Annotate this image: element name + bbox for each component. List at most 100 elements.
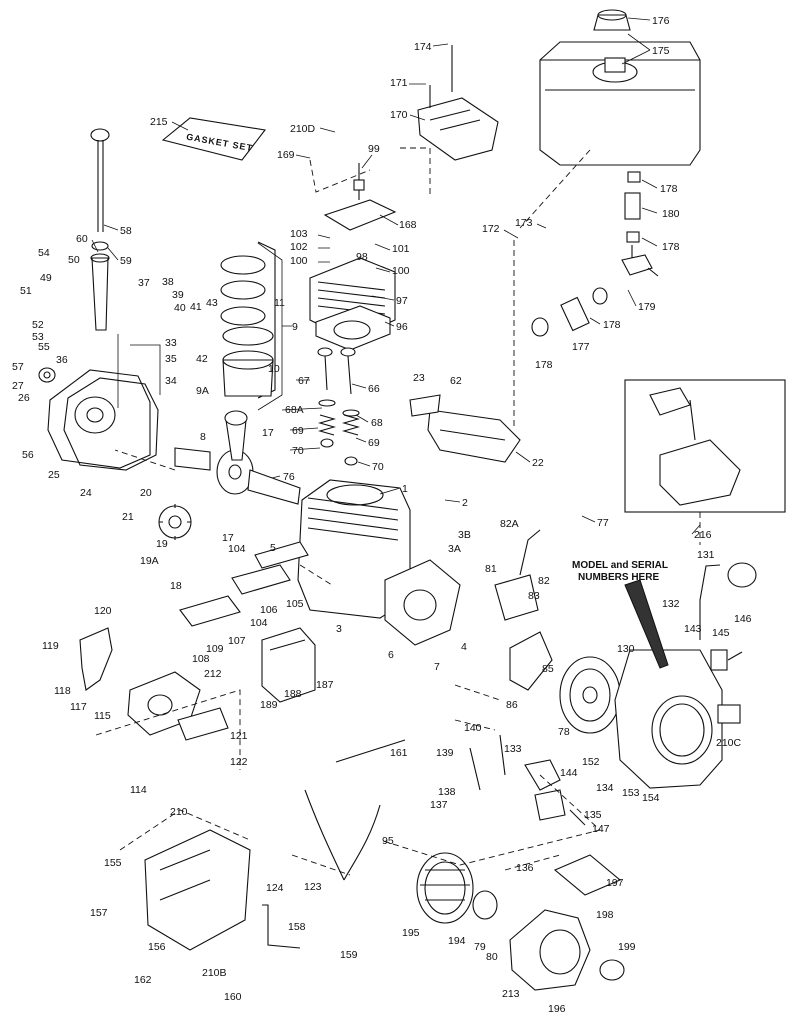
- piston: [222, 326, 274, 397]
- leader-lines: [91, 17, 701, 535]
- starter-cup-screen: [416, 852, 474, 924]
- callout-33: 33: [165, 337, 177, 349]
- callout-154: 154: [642, 792, 660, 804]
- callout-41: 41: [190, 301, 202, 313]
- callout-78: 78: [558, 726, 570, 738]
- callout-25: 25: [48, 469, 60, 481]
- callout-119: 119: [42, 640, 59, 652]
- callout-77: 77: [597, 517, 609, 529]
- callout-17b: 17: [222, 532, 234, 544]
- callout-35: 35: [165, 353, 177, 365]
- callout-103: 103: [290, 228, 308, 240]
- callout-216: 216: [694, 529, 712, 541]
- governor-gear: [158, 504, 192, 540]
- callout-3B: 3B: [458, 529, 471, 541]
- callout-59: 59: [120, 255, 132, 267]
- callout-162: 162: [134, 974, 152, 986]
- callout-138: 138: [438, 786, 456, 798]
- air-guide: [427, 409, 521, 463]
- callout-139: 139: [436, 747, 454, 759]
- callout-70a: 70: [292, 445, 304, 457]
- model-serial-note: MODEL and SERIAL NUMBERS HERE: [572, 560, 668, 583]
- callout-9: 9: [292, 321, 298, 333]
- callout-96: 96: [396, 321, 408, 333]
- callout-175: 175: [652, 45, 670, 57]
- exhaust-gaskets: [179, 541, 309, 627]
- callout-178c: 178: [603, 319, 621, 331]
- callout-5: 5: [270, 542, 276, 554]
- callout-34: 34: [165, 375, 177, 387]
- callout-121: 121: [230, 730, 248, 742]
- callout-187: 187: [316, 679, 334, 691]
- callout-98: 98: [356, 251, 368, 263]
- fuel-tank: [539, 41, 701, 166]
- bracket-62: [409, 394, 441, 417]
- callout-52: 52: [32, 319, 44, 331]
- callout-23: 23: [413, 372, 425, 384]
- callout-101: 101: [392, 243, 410, 255]
- callout-50: 50: [68, 254, 80, 266]
- callout-168: 168: [399, 219, 417, 231]
- callout-62: 62: [450, 375, 462, 387]
- callout-194: 194: [448, 935, 466, 947]
- callout-57: 57: [12, 361, 24, 373]
- blower-housing: [614, 649, 723, 789]
- callout-160: 160: [224, 991, 242, 1003]
- callout-147: 147: [592, 823, 610, 835]
- callout-2: 2: [462, 497, 468, 509]
- model-serial-note-line2: NUMBERS HERE: [578, 572, 659, 583]
- callout-159: 159: [340, 949, 358, 961]
- callout-10: 10: [268, 363, 280, 375]
- head-gasket: [315, 305, 391, 351]
- callout-4: 4: [461, 641, 467, 653]
- callout-6: 6: [388, 649, 394, 661]
- inset-detail-box: [624, 379, 786, 513]
- callout-133: 133: [504, 743, 522, 755]
- callout-69a: 69: [292, 425, 304, 437]
- starter-button: [599, 959, 625, 981]
- callout-58: 58: [120, 225, 132, 237]
- carburetor-elbow: [79, 627, 113, 691]
- callout-68: 68: [371, 417, 383, 429]
- dipstick: [90, 128, 110, 251]
- callout-11: 11: [274, 297, 285, 309]
- callout-60: 60: [76, 233, 88, 245]
- callout-174: 174: [414, 41, 432, 53]
- linkage: [335, 734, 506, 791]
- callout-105: 105: [286, 598, 304, 610]
- callout-49: 49: [40, 272, 52, 284]
- valves: [317, 347, 356, 395]
- callout-210: 210: [170, 806, 188, 818]
- callout-79: 79: [474, 941, 486, 953]
- callout-76: 76: [283, 471, 295, 483]
- callout-81: 81: [485, 563, 497, 575]
- callout-198: 198: [596, 909, 614, 921]
- tank-bracket: [417, 45, 499, 161]
- callout-145: 145: [712, 627, 730, 639]
- ignition-coil: [494, 529, 541, 621]
- callout-51: 51: [20, 285, 32, 297]
- callout-37: 37: [138, 277, 150, 289]
- callout-99: 99: [368, 143, 380, 155]
- callout-114: 114: [130, 784, 147, 796]
- callout-146: 146: [734, 613, 752, 625]
- callout-122: 122: [230, 756, 248, 768]
- control-bracket: [144, 829, 251, 951]
- alignment-lines: [95, 147, 701, 876]
- callout-178a: 178: [660, 183, 678, 195]
- callout-170: 170: [390, 109, 408, 121]
- callout-210C: 210C: [716, 737, 742, 749]
- callout-106: 106: [260, 604, 278, 616]
- callout-100a: 100: [290, 255, 308, 267]
- callout-199: 199: [618, 941, 636, 953]
- callout-107: 107: [228, 635, 246, 647]
- callout-66: 66: [368, 383, 380, 395]
- callout-70b: 70: [372, 461, 384, 473]
- callout-7: 7: [434, 661, 440, 673]
- callout-176: 176: [652, 15, 670, 27]
- callout-210B: 210B: [202, 967, 227, 979]
- fuel-cap: [593, 9, 631, 31]
- callout-83: 83: [528, 590, 540, 602]
- model-serial-arrow: [624, 579, 669, 669]
- callout-86: 86: [506, 699, 518, 711]
